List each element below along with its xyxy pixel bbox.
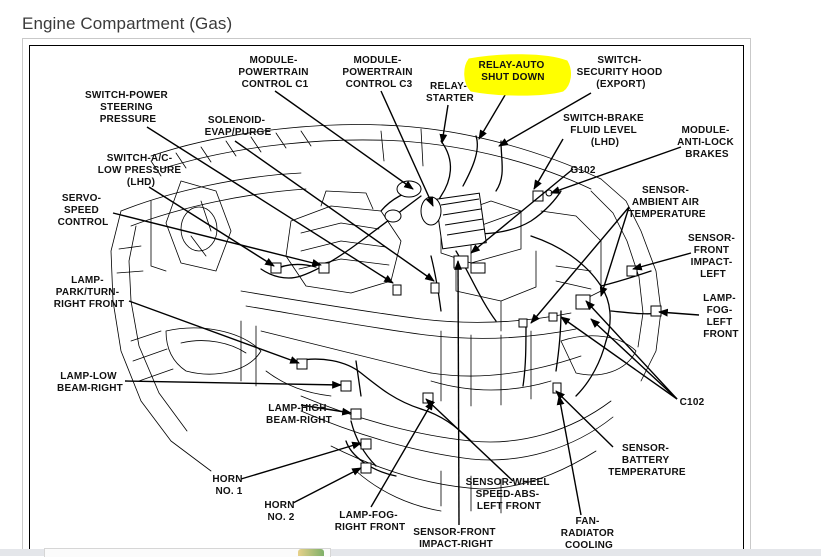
leader-solenoid-evap: [234, 140, 435, 282]
label-switch-security-hood: SWITCH- SECURITY HOOD (EXPORT): [577, 55, 666, 90]
label-module-powertrain-c1: MODULE- POWERTRAIN CONTROL C1: [238, 55, 311, 90]
label-horn-no2: HORN NO. 2: [264, 500, 297, 523]
leaf-icon: [298, 549, 324, 556]
label-solenoid-evap: SOLENOID- EVAP/PURGE: [205, 115, 272, 138]
callout-labels: MODULE- POWERTRAIN CONTROL C1 MODULE- PO…: [54, 55, 739, 549]
leader-module-c1: [274, 90, 414, 190]
leader-relay-starter: [439, 104, 449, 144]
leader-power-steering: [146, 126, 394, 284]
label-module-antilock: MODULE- ANTI-LOCK BRAKES: [677, 125, 737, 160]
leader-c102: [585, 300, 678, 400]
leader-servo: [112, 212, 322, 267]
page-title: Engine Compartment (Gas): [22, 14, 233, 33]
label-switch-brake-fluid: SWITCH-BRAKE FLUID LEVEL (LHD): [563, 113, 647, 148]
label-relay-starter: RELAY- STARTER: [426, 81, 474, 104]
bottom-scroll-strip[interactable]: [0, 549, 821, 556]
leader-ambient-air: [599, 206, 630, 297]
label-sensor-wheel-speed: SENSOR-WHEEL SPEED-ABS- LEFT FRONT: [466, 477, 553, 512]
leader-antilock: [550, 146, 682, 194]
relay-auto-shutdown-highlight: [464, 54, 571, 96]
leader-fog-left: [658, 308, 700, 317]
leader-fog-right: [370, 400, 434, 508]
bottom-tab[interactable]: [44, 548, 331, 557]
leader-c102-b: [560, 316, 678, 400]
label-horn-no1: HORN NO. 1: [212, 474, 245, 497]
leader-module-c3: [380, 90, 434, 207]
label-sensor-ambient: SENSOR- AMBIENT AIR TEMPERATURE: [628, 185, 706, 220]
label-lamp-fog-left: LAMP- FOG- LEFT FRONT: [703, 293, 739, 340]
diagram-frame: MODULE- POWERTRAIN CONTROL C1 MODULE- PO…: [22, 38, 751, 550]
leader-battery-temp: [555, 390, 614, 448]
label-sensor-front-impact-right: SENSOR-FRONT IMPACT-RIGHT: [413, 527, 498, 549]
leader-brake-fluid: [533, 138, 564, 190]
label-module-powertrain-c3: MODULE- POWERTRAIN CONTROL C3: [342, 55, 415, 90]
leader-ambient-b: [530, 206, 630, 324]
label-c102: C102: [680, 397, 705, 408]
label-lamp-fog-right: LAMP-FOG- RIGHT FRONT: [335, 510, 406, 533]
leader-park-turn: [128, 300, 300, 364]
label-relay-auto-shutdown: RELAY-AUTO SHUT DOWN: [479, 60, 548, 83]
label-sensor-battery-temp: SENSOR- BATTERY TEMPERATURE: [608, 443, 686, 478]
leader-impact-right: [454, 260, 462, 526]
leader-impact-left: [632, 252, 692, 271]
leader-low-beam: [124, 380, 342, 389]
label-sensor-front-impact-left: SENSOR- FRONT IMPACT- LEFT: [688, 233, 738, 280]
leader-g102: [470, 168, 574, 254]
leader-ac-switch: [148, 186, 275, 267]
leader-wheel-speed: [425, 398, 514, 482]
label-switch-power-steering: SWITCH-POWER STEERING PRESSURE: [85, 90, 171, 125]
leader-c102-c: [590, 318, 678, 400]
label-lamp-low-beam: LAMP-LOW BEAM-RIGHT: [57, 371, 123, 394]
leader-fan: [556, 395, 582, 516]
label-switch-ac: SWITCH-A/C- LOW PRESSURE (LHD): [98, 153, 185, 188]
label-servo-speed: SERVO- SPEED CONTROL: [58, 193, 109, 228]
leader-lines: [112, 84, 700, 526]
label-g102: G102: [570, 165, 596, 176]
leader-security-hood: [498, 92, 592, 147]
engine-compartment-diagram: MODULE- POWERTRAIN CONTROL C1 MODULE- PO…: [54, 54, 739, 549]
leader-high-beam: [300, 404, 352, 416]
label-lamp-high-beam: LAMP-HIGH BEAM-RIGHT: [266, 403, 332, 426]
leader-horn2: [292, 467, 362, 504]
label-lamp-park-turn: LAMP- PARK/TURN- RIGHT FRONT: [54, 275, 125, 310]
leader-horn1: [240, 441, 362, 480]
component-connectors: [270, 180, 662, 474]
label-fan-radiator: FAN- RADIATOR COOLING: [561, 516, 617, 549]
